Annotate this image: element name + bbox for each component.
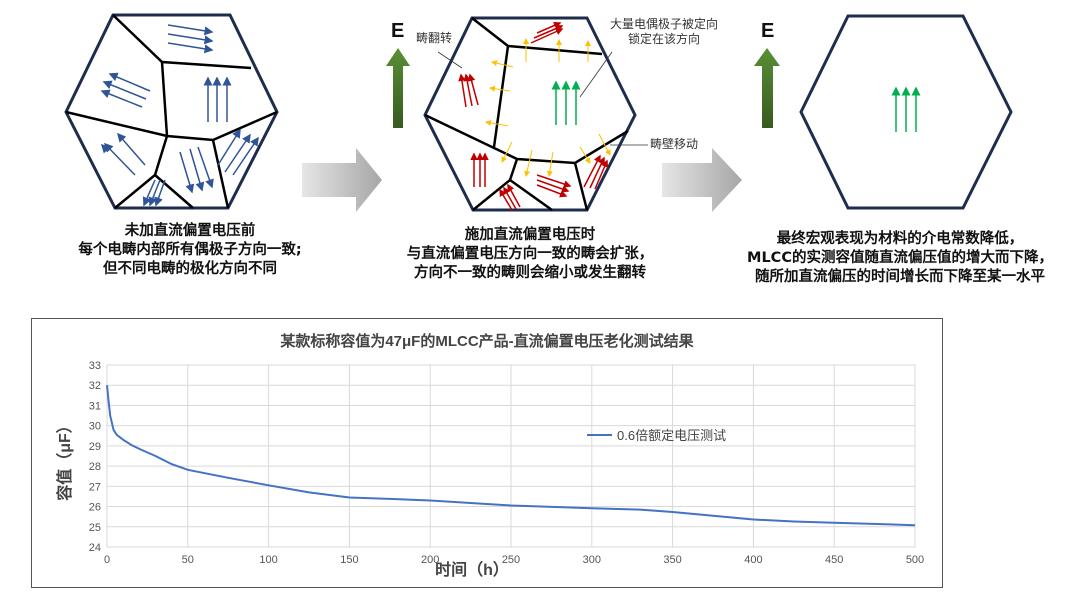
caption-line: 每个电畴内部所有偶极子方向一致;	[78, 242, 302, 258]
x-tick-label: 400	[744, 554, 762, 566]
y-tick-label: 25	[89, 522, 101, 534]
y-tick-label: 33	[89, 360, 101, 372]
hexagon-before-bias	[64, 13, 279, 210]
caption-line: 未加直流偏置电压前	[124, 223, 256, 239]
x-tick-label: 200	[421, 554, 439, 566]
caption-line: 但不同电畴的极化方向不同	[103, 261, 277, 277]
field-label: E	[761, 20, 775, 42]
chart-title: 某款标称容值为47μF的MLCC产品-直流偏置电压老化测试结果	[280, 332, 694, 350]
x-tick-label: 350	[663, 554, 681, 566]
y-tick-label: 24	[89, 542, 101, 554]
caption-after: 最终宏观表现为材料的介电常数降低， MLCC的实测容值随直流偏压值的增大而下降，…	[720, 230, 1080, 287]
caption-line: 最终宏观表现为材料的介电常数降低，	[776, 231, 1024, 247]
x-axis-label: 时间（h）	[435, 560, 509, 579]
chart-svg: 某款标称容值为47μF的MLCC产品-直流偏置电压老化测试结果 时间（h） 容值…	[55, 332, 924, 579]
y-tick-label: 26	[89, 502, 101, 514]
caption-before: 未加直流偏置电压前 每个电畴内部所有偶极子方向一致; 但不同电畴的极化方向不同	[40, 222, 340, 279]
field-arrow-icon	[386, 48, 410, 128]
hexagon-during-bias	[423, 16, 648, 212]
x-tick-label: 150	[340, 554, 358, 566]
legend-label: 0.6倍额定电压测试	[617, 428, 726, 443]
x-tick-label: 100	[259, 554, 277, 566]
caption-line: 施加直流偏置电压时	[464, 227, 596, 243]
annotation-locked: 大量电偶极子被定向 锁定在该方向	[610, 17, 718, 47]
y-tick-label: 27	[89, 481, 101, 493]
arrow-right-1	[302, 148, 382, 212]
arrow-right-2	[662, 148, 742, 212]
y-tick-label: 28	[89, 461, 101, 473]
field-label: E	[391, 20, 405, 42]
annotation-domain-flip: 畴翻转	[416, 31, 453, 45]
y-tick-label: 29	[89, 441, 101, 453]
annotation-domain-wall: 畴壁移动	[650, 137, 699, 151]
caption-during: 施加直流偏置电压时 与直流偏置电压方向一致的畴会扩张， 方向不一致的畴则会缩小或…	[380, 226, 680, 283]
caption-line: 方向不一致的畴则会缩小或发生翻转	[414, 265, 646, 281]
series-line	[106, 385, 916, 527]
field-arrow-icon	[754, 48, 780, 128]
x-tick-label: 50	[182, 554, 194, 566]
x-tick-label: 0	[104, 554, 110, 566]
x-tick-label: 500	[906, 554, 924, 566]
annotation-line: 大量电偶极子被定向	[610, 17, 719, 31]
y-tick-label: 32	[89, 380, 101, 392]
y-axis-label: 容值（μF）	[55, 417, 74, 502]
aging-test-chart: 某款标称容值为47μF的MLCC产品-直流偏置电压老化测试结果 时间（h） 容值…	[31, 318, 943, 588]
x-tick-label: 450	[825, 554, 843, 566]
annotation-line: 锁定在该方向	[628, 32, 701, 46]
domain-diagrams	[64, 13, 1013, 212]
y-tick-label: 31	[89, 400, 101, 412]
caption-line: 随所加直流偏压的时间增长而下降至某一水平	[755, 269, 1045, 285]
hexagon-after-bias	[799, 14, 1013, 210]
caption-line: MLCC的实测容值随直流偏压值的增大而下降，	[747, 250, 1053, 266]
y-tick-label: 30	[89, 421, 101, 433]
x-tick-label: 250	[502, 554, 520, 566]
x-tick-label: 300	[583, 554, 601, 566]
caption-line: 与直流偏置电压方向一致的畴会扩张，	[406, 246, 654, 262]
